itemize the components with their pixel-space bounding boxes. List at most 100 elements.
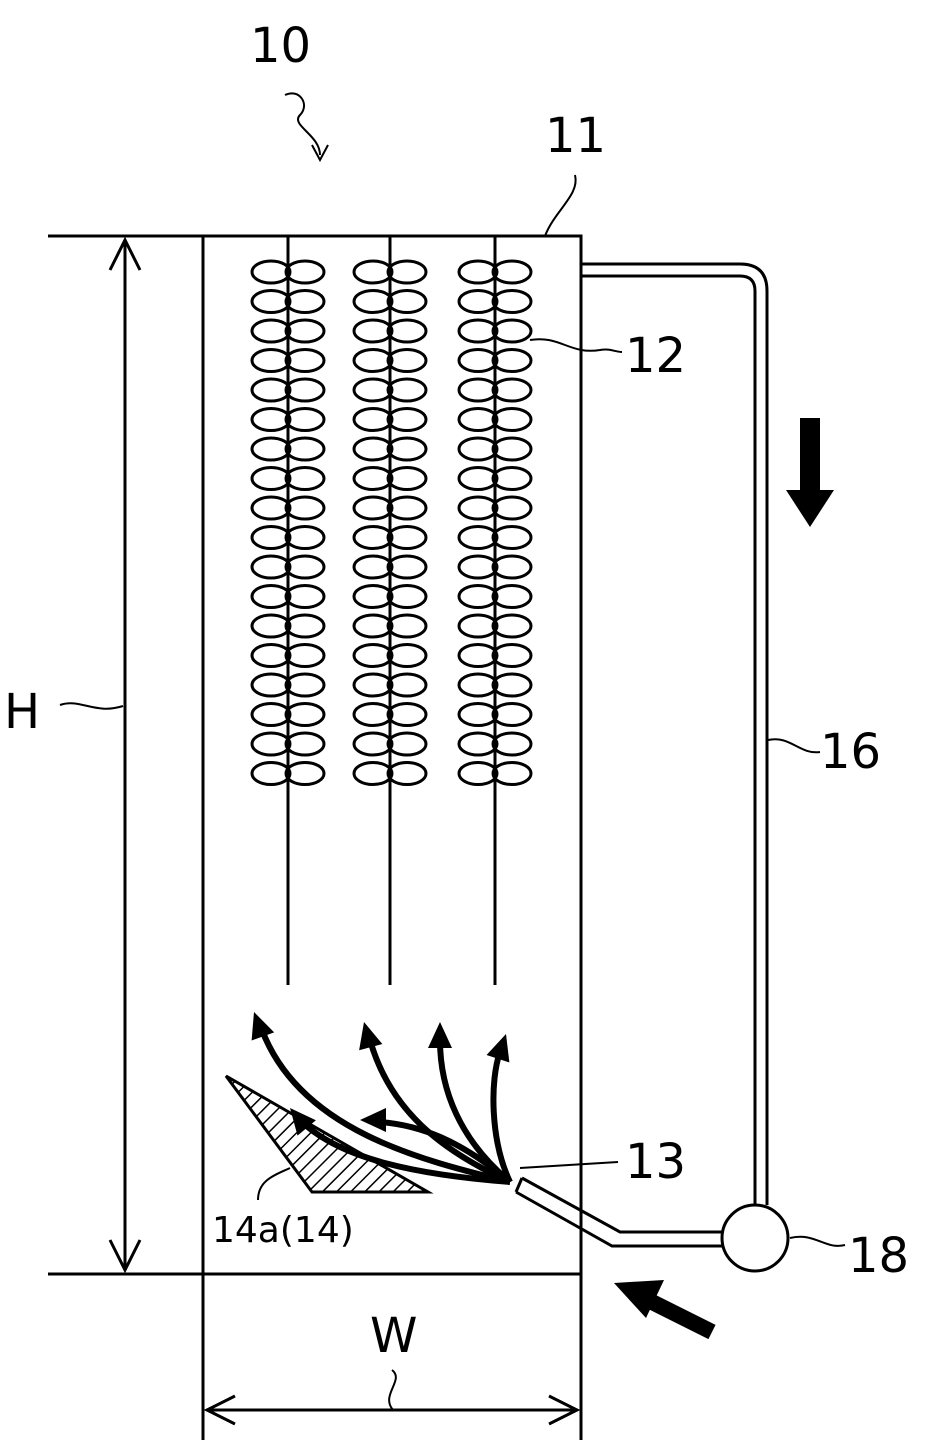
pipe-inner [582,274,757,1205]
element-loop [352,554,394,580]
element-loop [250,702,292,727]
apparatus-leader-arrowhead [311,144,329,163]
element-loop [250,348,292,373]
element-loop [250,613,292,639]
element-loop [491,643,533,668]
element-loop [491,348,533,373]
element-loop [352,259,394,285]
pipe-leader [767,738,821,754]
element-loop [284,259,326,285]
element-loop [386,731,428,757]
element-loop [284,377,326,403]
element-loop [250,289,292,314]
element-loop [386,377,428,403]
element-loop [386,348,428,373]
element-loop [386,702,428,727]
element-loop [457,643,499,668]
element-loop [386,436,428,462]
element-loop [386,672,428,698]
element-loop [457,495,499,521]
element-loop [352,466,394,491]
element-loop [457,466,499,491]
element-loop [284,643,326,668]
width-label: W [370,1308,417,1364]
element-loop [352,377,394,403]
element-loop [284,584,326,609]
element-loop [386,643,428,668]
element-loop [352,643,394,668]
nozzle-leader [519,1161,619,1169]
element-loop [284,466,326,491]
tank-label: 11 [545,108,606,164]
element-loop [284,613,326,639]
element-loop [284,731,326,757]
element-loop [386,289,428,314]
element-loop [386,407,428,432]
element-columns [250,236,533,985]
element-loop [386,761,428,786]
element-loop [352,613,394,639]
element-loop [457,318,499,344]
element-loop [491,436,533,462]
jet-flow-line [490,1050,513,1184]
element-loop [491,672,533,698]
element-loop [284,318,326,344]
element-loop [250,318,292,344]
element-loop [284,554,326,580]
element-loop [352,289,394,314]
element-loop [284,672,326,698]
pipe-label: 16 [820,724,881,780]
element-loop [352,525,394,550]
tank [201,234,583,1276]
height-leader [59,702,124,710]
element-loop [457,731,499,757]
element-loop [491,584,533,609]
element-loop [491,318,533,344]
h-arrowhead-top [108,236,142,271]
element-loop [250,525,292,550]
element-loop [250,554,292,580]
pipe-outer [582,262,769,1205]
element-loop [491,554,533,580]
element-loop [491,407,533,432]
element-loop [491,702,533,727]
element-loop [457,259,499,285]
element-loop [250,761,292,786]
element-loop [491,377,533,403]
element-loop [250,436,292,462]
jet-flow-arrowhead [359,1022,383,1051]
pump-label: 18 [848,1228,909,1284]
element-loop [457,584,499,609]
element-loop [491,761,533,786]
element-loop [386,259,428,285]
tank-leader [544,174,577,237]
element-loop [491,259,533,285]
feed-pipe-upper [521,1176,722,1234]
element-loop [284,436,326,462]
element-loop [457,377,499,403]
element-loop [386,466,428,491]
element-loop [386,584,428,609]
element-loop [491,495,533,521]
inflow-arrow [614,1280,716,1340]
element-loop [250,377,292,403]
w-arrowhead-right [548,1394,581,1426]
pump-leader [789,1235,846,1247]
pump [720,1203,790,1273]
element-loop [491,613,533,639]
down-flow-arrow [786,418,834,527]
deflector-label: 14a(14) [212,1210,354,1251]
element-loop [352,436,394,462]
apparatus-label: 10 [250,18,311,74]
jet-flow-arrowhead [251,1012,275,1041]
element-loop [250,495,292,521]
jet-flow-line [379,1119,512,1185]
element-loop [250,407,292,432]
element-loop [386,318,428,344]
element-loop [457,525,499,550]
element-loop [491,731,533,757]
element-loop [352,672,394,698]
element-loop [284,495,326,521]
element-loop [250,731,292,757]
element-loop [457,348,499,373]
